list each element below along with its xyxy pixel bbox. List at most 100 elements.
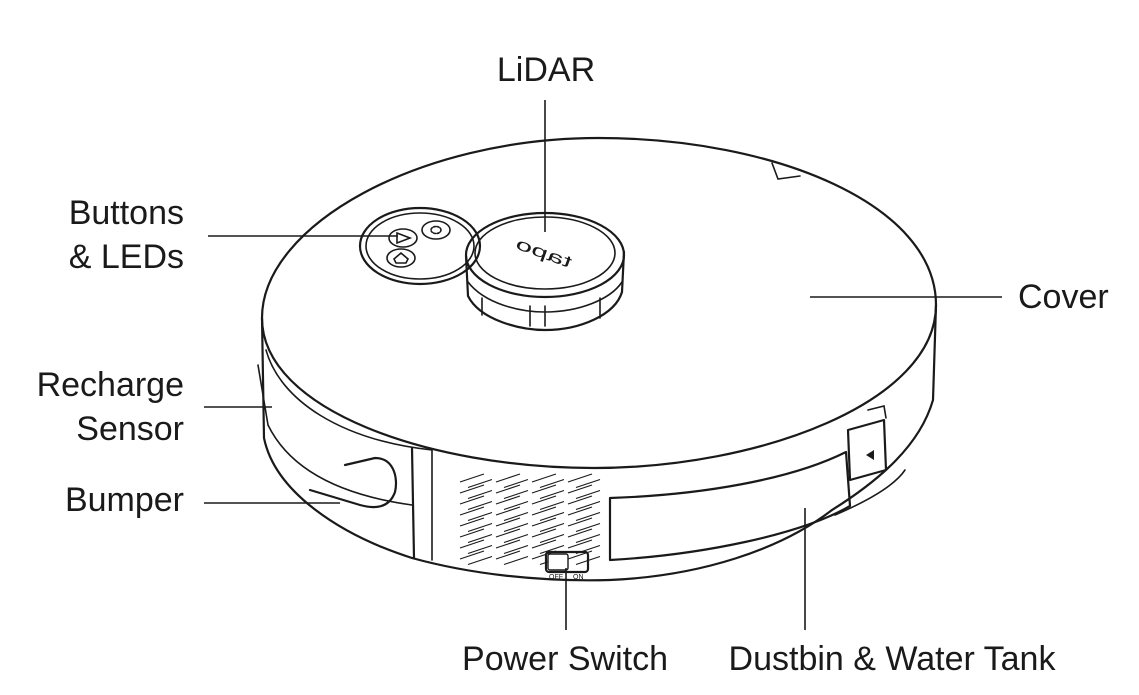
- power-switch[interactable]: OFF ON: [544, 550, 590, 581]
- grille-slot: [495, 473, 521, 483]
- grille-slot: [575, 533, 601, 544]
- lidar-side: [464, 250, 626, 332]
- grille-slot: [567, 528, 593, 538]
- lidar-slot-left: [481, 297, 601, 327]
- grille-slot: [567, 506, 593, 516]
- recharge-window: [308, 456, 398, 509]
- cover-label: Cover: [1018, 278, 1109, 316]
- grille-slot: [575, 500, 601, 511]
- grille-slot: [539, 511, 565, 522]
- callout-labels: LiDAR Buttons & LEDs Cover Recharge Sens…: [37, 51, 1109, 678]
- grille-slot: [459, 495, 485, 505]
- grille-slot: [503, 533, 529, 544]
- bumper-inner: [257, 364, 413, 506]
- robot-vacuum: OFF ON tapo: [257, 136, 938, 582]
- spot-clean-icon: [430, 225, 442, 235]
- grille-slot: [467, 478, 493, 489]
- switch-off-label: OFF: [549, 574, 563, 581]
- grille-slot: [567, 517, 593, 527]
- grille-slot: [467, 533, 493, 544]
- grille-slot: [531, 506, 557, 516]
- dustbin-label: Dustbin & Water Tank: [729, 640, 1057, 678]
- power-switch-label: Power Switch: [462, 640, 668, 678]
- grille-slot: [459, 473, 485, 483]
- grille-slot: [467, 511, 493, 522]
- grille-slot: [539, 478, 565, 489]
- latch-arrow: [866, 450, 874, 460]
- grille-slot: [459, 528, 485, 538]
- recharge-label-line2: Sensor: [76, 410, 184, 448]
- grille-slot: [495, 528, 521, 538]
- grille-slot: [575, 522, 601, 533]
- grille-slot: [495, 539, 521, 549]
- grille-slot: [495, 495, 521, 505]
- spot-clean-button[interactable]: [421, 220, 451, 240]
- grille-slot: [459, 517, 485, 527]
- lidar-label: LiDAR: [497, 51, 595, 89]
- grille-slot: [531, 517, 557, 527]
- home-icon: [393, 251, 409, 264]
- leader-lines: [204, 100, 1002, 630]
- grille-slot: [495, 506, 521, 516]
- home-button[interactable]: [386, 248, 416, 268]
- side-ridge: [834, 469, 906, 516]
- grille-slot: [503, 500, 529, 511]
- grille-slot: [567, 473, 593, 483]
- grille-slot: [567, 539, 593, 549]
- grille-slot: [503, 522, 529, 533]
- recharge-label-line1: Recharge: [37, 366, 184, 404]
- cover-outline: [260, 136, 938, 470]
- grille-slot: [467, 500, 493, 511]
- play-icon: [396, 231, 413, 245]
- grille-slot: [459, 550, 485, 560]
- body-bottom-rim: [410, 508, 834, 582]
- grille-slot: [567, 484, 593, 494]
- device-logo: tapo: [513, 235, 574, 272]
- grille-slot: [539, 544, 565, 555]
- buttons-label-line1: Buttons: [69, 194, 184, 232]
- switch-on-label: ON: [573, 574, 584, 581]
- grille-slot: [531, 473, 557, 483]
- grille-slot: [467, 522, 493, 533]
- grille-slot: [467, 544, 493, 555]
- cover-notch: [771, 162, 801, 180]
- grille-slot: [531, 484, 557, 494]
- vent-grille: [459, 473, 601, 566]
- grille-slot: [459, 539, 485, 549]
- button-panel: [358, 206, 482, 286]
- grille-slot: [467, 489, 493, 500]
- dustbin-outline: [608, 450, 852, 562]
- grille-slot: [539, 489, 565, 500]
- grille-slot: [495, 517, 521, 527]
- bumper-label: Bumper: [65, 481, 184, 519]
- grille-slot: [503, 544, 529, 555]
- grille-slot: [531, 495, 557, 505]
- grille-slot: [495, 550, 521, 560]
- grille-slot: [539, 533, 565, 544]
- grille-slot: [503, 489, 529, 500]
- grille-slot: [459, 506, 485, 516]
- rim-band: [265, 349, 433, 451]
- grille-slot: [539, 500, 565, 511]
- dustbin-latch: [846, 418, 888, 482]
- grille-slot: [495, 484, 521, 494]
- body-left-side: [260, 316, 414, 560]
- grille-slot: [503, 511, 529, 522]
- grille-slot: [503, 478, 529, 489]
- start-button[interactable]: [388, 228, 418, 248]
- buttons-label-line2: & LEDs: [69, 238, 184, 276]
- grille-slot: [539, 522, 565, 533]
- grille-slot: [567, 495, 593, 505]
- grille-slot: [467, 555, 493, 566]
- grille-slot: [575, 478, 601, 489]
- grille-slot: [459, 484, 485, 494]
- grille-slot: [531, 528, 557, 538]
- grille-slot: [531, 539, 557, 549]
- front-panel-left-edge: [410, 446, 416, 560]
- grille-slot: [575, 489, 601, 500]
- latch-slot: [867, 405, 887, 419]
- grille-slot: [575, 511, 601, 522]
- grille-slot: [503, 555, 529, 566]
